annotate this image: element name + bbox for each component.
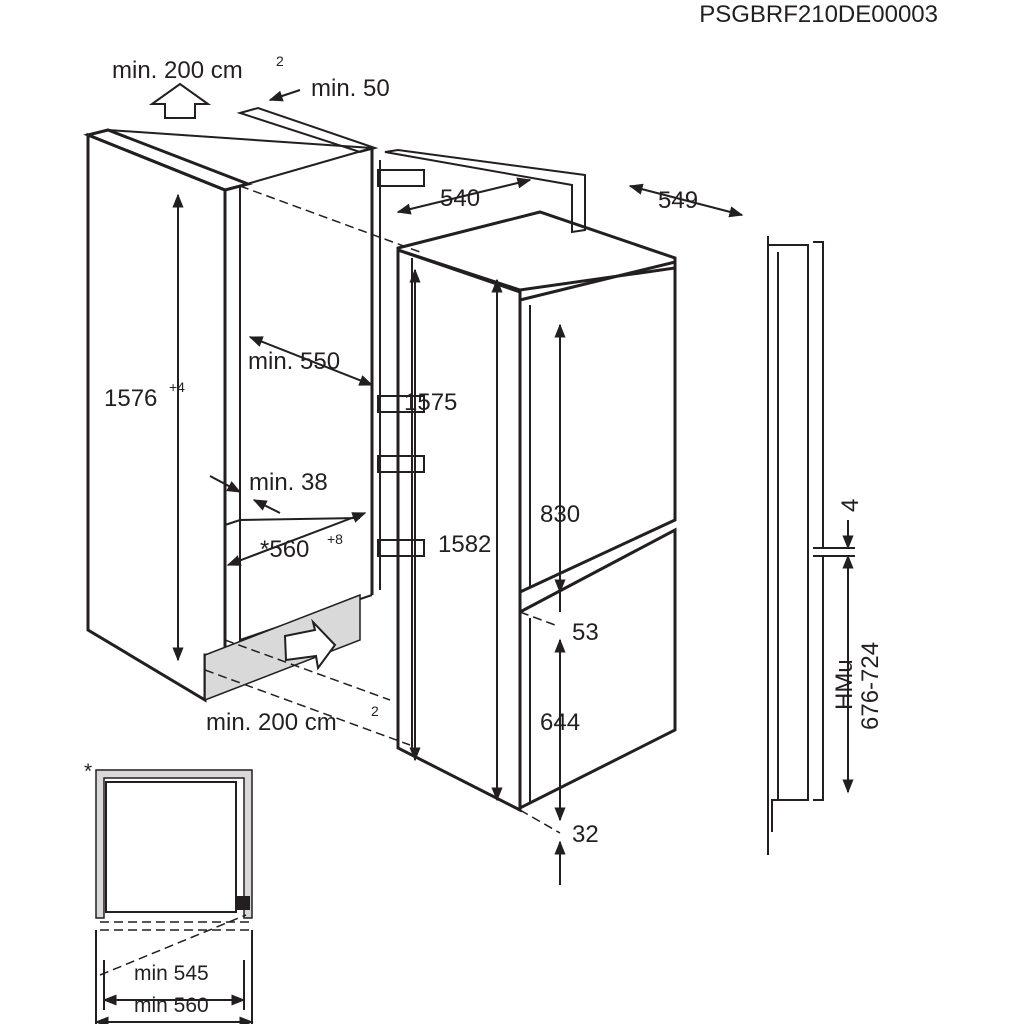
niche-width-tolerance: +8 xyxy=(327,531,343,547)
niche-depth-line-top xyxy=(239,185,421,253)
upper-door xyxy=(518,260,677,595)
hinge-middle-lower xyxy=(377,455,425,473)
lower-door xyxy=(518,527,677,811)
side-view-lower-door xyxy=(813,555,824,801)
document-code: PSGBRF210DE00003 xyxy=(699,1,938,28)
niche-side-label: min. 38 xyxy=(249,469,328,496)
niche-side-dim-right xyxy=(252,499,281,514)
vent-bottom-label: min. 200 cm xyxy=(206,709,337,736)
niche-top-back-edge xyxy=(107,129,373,149)
bottom-gap-label: 32 xyxy=(572,821,599,848)
appliance-side xyxy=(396,247,522,813)
niche-side-dim-left xyxy=(209,475,242,493)
hinge-top xyxy=(377,169,425,187)
niche-top-rear-rail xyxy=(236,106,379,154)
appliance-depth-label: 549 xyxy=(658,187,698,214)
side-view-panel xyxy=(768,244,809,832)
niche-depth-line-floor xyxy=(224,639,391,701)
detail-asterisk: * xyxy=(84,760,92,783)
detail-top-view: * xyxy=(84,760,254,1024)
side-view xyxy=(767,236,855,855)
hinge-group xyxy=(377,169,425,557)
appliance-top xyxy=(396,210,677,292)
vent-bottom-arrow-icon xyxy=(283,618,337,671)
detail-door-swing xyxy=(99,914,247,976)
appliance-height-body-label: 1575 xyxy=(404,389,457,416)
hmu-range-label: 676-724 xyxy=(857,642,884,730)
hinge-middle-upper xyxy=(377,395,425,413)
rear-gap-label: min. 50 xyxy=(311,75,390,102)
appliance-foot-line xyxy=(519,809,561,834)
vent-top-label: min. 200 cm xyxy=(112,57,243,84)
appliance-width-label: 540 xyxy=(440,185,480,212)
niche-plinth xyxy=(204,593,361,702)
niche-depth-dim xyxy=(248,336,374,386)
niche-inner-top xyxy=(239,147,373,187)
niche-top-edge xyxy=(83,128,253,192)
niche-height-tolerance: +4 xyxy=(169,379,185,395)
hmu-label: HMu xyxy=(831,659,858,710)
detail-cabinet-wall xyxy=(95,769,253,919)
upper-door-label: 830 xyxy=(540,501,580,528)
niche-width-label: *560 xyxy=(260,536,309,563)
door-gap-label: 53 xyxy=(572,619,599,646)
lower-door-label: 644 xyxy=(540,709,580,736)
appliance-width-dim xyxy=(396,177,532,215)
appliance-body xyxy=(384,148,677,834)
detail-hinge xyxy=(236,896,250,910)
detail-min-inner-label: min 545 xyxy=(134,962,209,985)
niche-width-dim xyxy=(226,512,367,566)
side-view-upper-door xyxy=(813,241,824,549)
side-gap-label: 4 xyxy=(837,499,864,512)
niche-depth-label: min. 550 xyxy=(248,348,340,375)
detail-min-outer-label: min 560 xyxy=(134,994,209,1017)
niche-cabinet xyxy=(83,106,421,746)
appliance-depth-dim xyxy=(628,183,744,218)
door-gap-line xyxy=(519,611,556,626)
appliance-height-total-label: 1582 xyxy=(438,531,491,558)
niche-inner-back xyxy=(239,186,373,642)
door-panel-outline xyxy=(384,148,586,234)
niche-height-label: 1576 xyxy=(104,385,157,412)
vent-top-superscript: 2 xyxy=(276,53,284,69)
niche-left-side xyxy=(86,132,227,703)
niche-shelf xyxy=(224,517,361,526)
rear-gap-dim xyxy=(268,89,301,102)
vent-top-arrow-icon xyxy=(148,82,212,119)
detail-appliance-outline xyxy=(105,781,237,913)
niche-depth-line-bottom xyxy=(204,669,411,746)
hinge-bottom xyxy=(377,539,425,557)
vent-bottom-superscript: 2 xyxy=(371,703,379,719)
